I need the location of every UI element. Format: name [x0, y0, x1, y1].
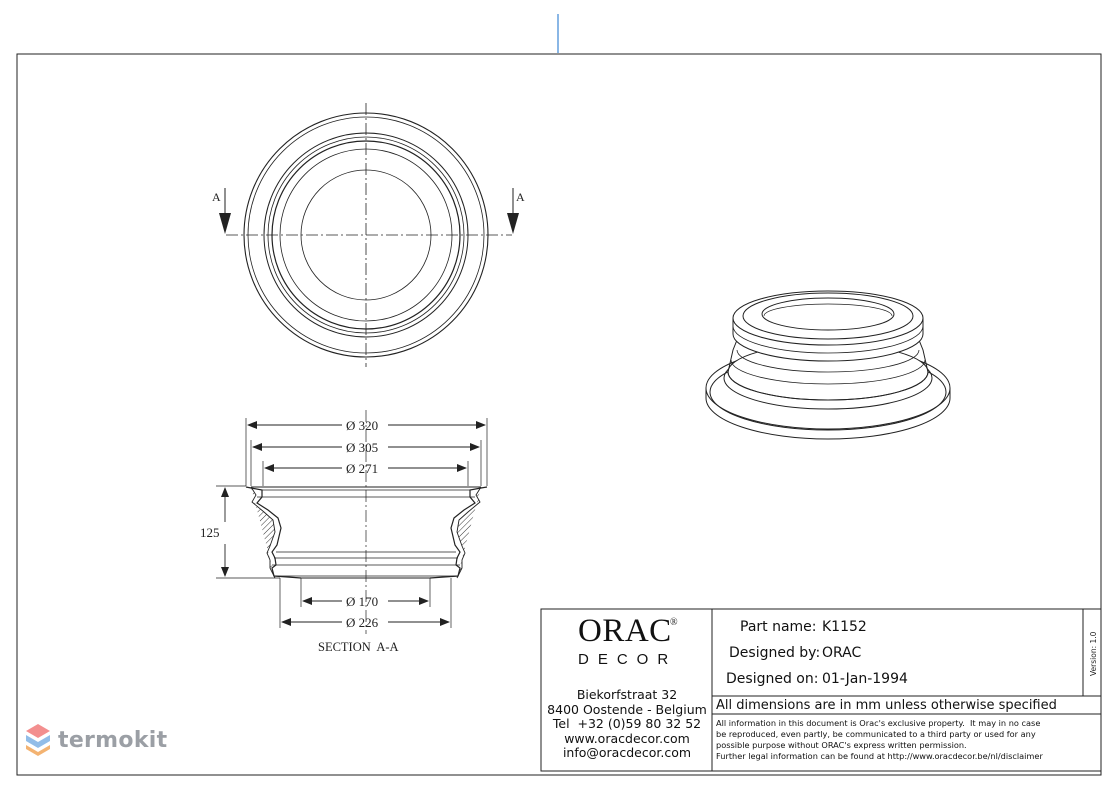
- address-city: 8400 Oostende - Belgium: [547, 701, 707, 717]
- section-label: SECTION A-A: [318, 640, 399, 654]
- legal-line-1: All information in this document is Orac…: [716, 718, 1041, 728]
- orac-logo: ORAC ® DECOR: [578, 613, 688, 673]
- legal-line-2: be reproduced, even partly, be communica…: [716, 729, 1036, 739]
- address-tel: Tel +32 (0)59 80 32 52: [552, 716, 702, 731]
- part-name-value: K1152: [822, 619, 867, 635]
- version-label: Version: 1.0: [1089, 631, 1098, 676]
- termokit-logo-icon: [26, 724, 50, 756]
- part-name-label: Part name:: [740, 619, 817, 635]
- isometric-view: [705, 290, 951, 440]
- sheet-border: [16, 53, 1102, 776]
- dim-320: Ø 320: [346, 418, 378, 433]
- dimensions-note: All dimensions are in mm unless otherwis…: [716, 698, 1057, 713]
- designed-on-value: 01-Jan-1994: [822, 671, 908, 687]
- watermark-text: termokit: [58, 727, 168, 753]
- dim-305: Ø 305: [346, 440, 378, 455]
- dim-271: Ø 271: [346, 461, 378, 476]
- designed-by-label: Designed by:: [729, 645, 821, 661]
- company-address: Biekorfstraat 32 8400 Oostende - Belgium…: [543, 687, 711, 761]
- logo-sub: DECOR: [578, 651, 678, 668]
- designed-on-label: Designed on:: [726, 671, 819, 687]
- section-marker-left: A: [212, 190, 221, 204]
- section-view: [216, 410, 488, 634]
- logo-registered: ®: [670, 617, 678, 628]
- address-email: info@oracdecor.com: [562, 745, 692, 760]
- address-web: www.oracdecor.com: [564, 730, 690, 746]
- top-view: [219, 103, 519, 367]
- legal-line-4: Further legal information can be found a…: [716, 751, 1043, 761]
- logo-main: ORAC: [578, 613, 672, 649]
- dim-height-125: 125: [200, 525, 220, 540]
- designed-by-value: ORAC: [822, 645, 862, 661]
- address-street: Biekorfstraat 32: [576, 687, 678, 702]
- legal-notice: All information in this document is Orac…: [716, 718, 1043, 762]
- termokit-watermark: termokit: [24, 723, 167, 757]
- title-block-frame: [540, 608, 1102, 772]
- dim-226: Ø 226: [346, 615, 379, 630]
- legal-line-3: possible purpose without ORAC's express …: [716, 740, 967, 750]
- section-marker-right: A: [516, 190, 525, 204]
- dim-170: Ø 170: [346, 594, 378, 609]
